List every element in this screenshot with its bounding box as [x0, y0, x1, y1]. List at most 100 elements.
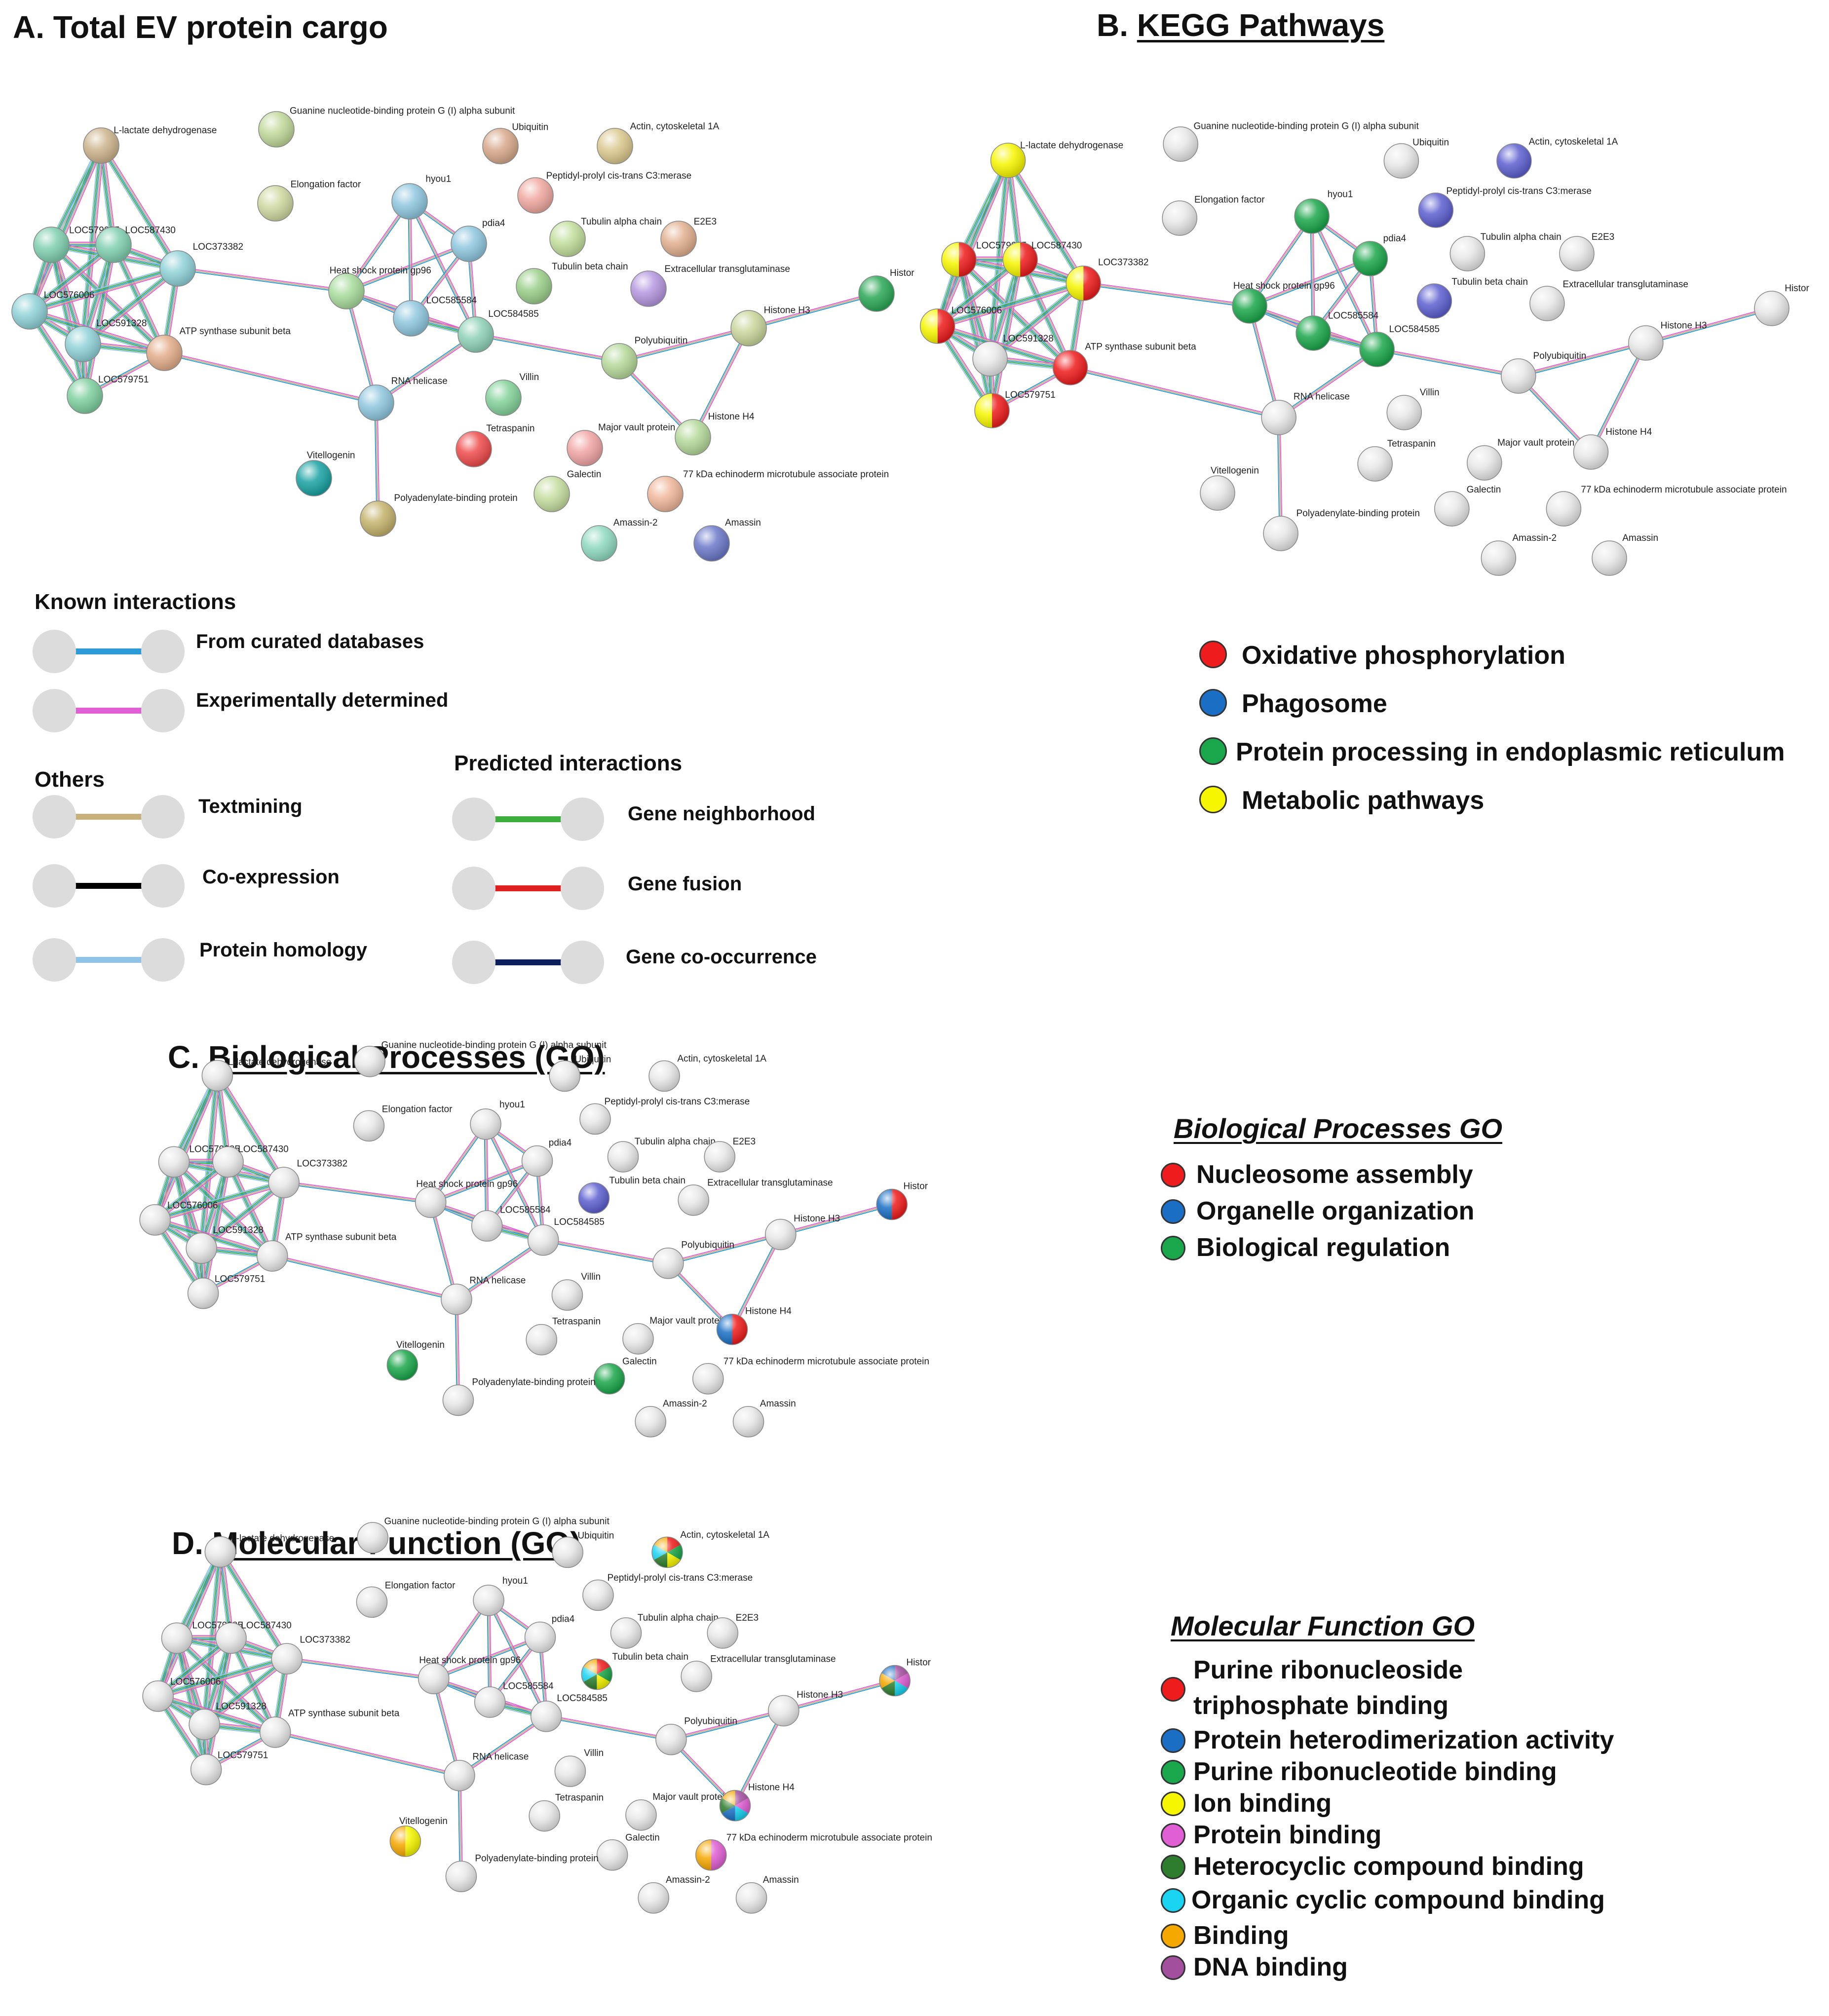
- node-A-pdia[interactable]: pdia4: [451, 218, 505, 262]
- node-D-emt[interactable]: 77 kDa echinoderm microtubule associate …: [695, 1832, 932, 1871]
- node-D-gal[interactable]: Galectin: [596, 1832, 660, 1871]
- node-C-ldh[interactable]: L-lactate dehydrogenase: [201, 1057, 331, 1092]
- node-C-emt[interactable]: 77 kDa echinoderm microtubule associate …: [692, 1356, 929, 1395]
- node-A-l579751[interactable]: LOC579751: [67, 375, 149, 414]
- node-D-h3[interactable]: Histone H3: [768, 1690, 843, 1727]
- node-D-ubq[interactable]: Ubiquitin: [552, 1531, 614, 1568]
- node-A-l373382[interactable]: LOC373382: [159, 242, 243, 287]
- node-D-l373382[interactable]: LOC373382: [271, 1635, 350, 1674]
- node-A-tub[interactable]: Tubulin beta chain: [516, 262, 628, 304]
- node-C-gal[interactable]: Galectin: [593, 1356, 657, 1395]
- node-D-e2e3[interactable]: E2E3: [707, 1613, 759, 1649]
- node-A-pub[interactable]: Polyubiquitin: [601, 336, 687, 380]
- node-C-his[interactable]: Histor: [876, 1181, 928, 1220]
- node-C-h3[interactable]: Histone H3: [765, 1214, 840, 1251]
- node-D-tsp[interactable]: Tetraspanin: [529, 1793, 604, 1832]
- node-D-gnb[interactable]: Guanine nucleotide-binding protein G (I)…: [357, 1517, 610, 1554]
- node-C-rna[interactable]: RNA helicase: [441, 1275, 526, 1315]
- node-B-vil[interactable]: Villin: [1386, 387, 1440, 430]
- node-C-hyou[interactable]: hyou1: [470, 1100, 525, 1140]
- node-D-elf[interactable]: Elongation factor: [356, 1580, 456, 1618]
- node-A-act[interactable]: Actin, cytoskeletal 1A: [597, 121, 720, 164]
- node-C-vil[interactable]: Villin: [551, 1272, 601, 1311]
- node-B-am[interactable]: Amassin: [1592, 533, 1658, 576]
- node-C-tub[interactable]: Tubulin beta chain: [578, 1176, 686, 1214]
- node-C-atp[interactable]: ATP synthase subunit beta: [256, 1232, 397, 1272]
- node-B-hsp[interactable]: Heat shock protein gp96: [1232, 281, 1335, 324]
- node-C-hsp[interactable]: Heat shock protein gp96: [415, 1179, 518, 1218]
- node-D-mvp[interactable]: Major vault protein: [625, 1792, 730, 1831]
- node-B-mvp[interactable]: Major vault protein: [1467, 438, 1575, 481]
- node-C-l584585[interactable]: LOC584585: [527, 1217, 605, 1256]
- node-B-ubq[interactable]: Ubiquitin: [1383, 138, 1449, 179]
- node-B-l579751[interactable]: LOC579751: [974, 390, 1056, 428]
- node-B-rna[interactable]: RNA helicase: [1261, 391, 1350, 435]
- node-A-l584585[interactable]: LOC584585: [457, 309, 539, 353]
- node-A-mvp[interactable]: Major vault protein: [567, 422, 675, 466]
- node-B-pab[interactable]: Polyadenylate-binding protein: [1263, 508, 1420, 551]
- node-A-am[interactable]: Amassin: [693, 518, 761, 562]
- node-A-vtg[interactable]: Vitellogenin: [296, 451, 355, 496]
- node-A-l585584[interactable]: LOC585584: [393, 295, 477, 337]
- node-C-tsp[interactable]: Tetraspanin: [526, 1317, 601, 1356]
- node-D-l579751[interactable]: LOC579751: [190, 1750, 268, 1786]
- node-C-e2e3[interactable]: E2E3: [704, 1137, 756, 1173]
- node-D-his[interactable]: Histor: [879, 1658, 931, 1697]
- node-A-vil[interactable]: Villin: [485, 372, 539, 416]
- node-B-atp[interactable]: ATP synthase subunit beta: [1052, 342, 1197, 385]
- node-A-rna[interactable]: RNA helicase: [358, 376, 448, 421]
- node-A-emt[interactable]: 77 kDa echinoderm microtubule associate …: [647, 469, 889, 512]
- node-D-rna[interactable]: RNA helicase: [444, 1751, 529, 1791]
- node-A-hsp[interactable]: Heat shock protein gp96: [328, 266, 431, 309]
- node-A-elf[interactable]: Elongation factor: [257, 180, 361, 222]
- node-B-tub[interactable]: Tubulin beta chain: [1416, 277, 1528, 319]
- node-C-act[interactable]: Actin, cytoskeletal 1A: [648, 1054, 766, 1092]
- node-B-e2e3[interactable]: E2E3: [1559, 232, 1614, 271]
- node-C-l579085[interactable]: LOC579085: [158, 1144, 240, 1178]
- node-B-act[interactable]: Actin, cytoskeletal 1A: [1496, 137, 1618, 179]
- node-D-ppi[interactable]: Peptidyl-prolyl cis-trans C3:merase: [582, 1573, 753, 1611]
- node-D-etg[interactable]: Extracellular transglutaminase: [681, 1654, 836, 1692]
- node-B-ldh[interactable]: L-lactate dehydrogenase: [990, 141, 1124, 178]
- node-A-gal[interactable]: Galectin: [533, 469, 601, 512]
- node-B-l584585[interactable]: LOC584585: [1359, 324, 1440, 367]
- node-D-hsp[interactable]: Heat shock protein gp96: [418, 1655, 521, 1694]
- node-A-e2e3[interactable]: E2E3: [660, 217, 717, 257]
- node-C-am2[interactable]: Amassin-2: [635, 1399, 707, 1438]
- node-C-elf[interactable]: Elongation factor: [353, 1104, 453, 1142]
- node-B-l585584[interactable]: LOC585584: [1296, 310, 1379, 351]
- node-A-l576006[interactable]: LOC576006: [11, 290, 94, 330]
- node-A-h4[interactable]: Histone H4: [675, 412, 755, 456]
- node-A-l587430[interactable]: LOC587430: [95, 226, 176, 263]
- node-A-h3[interactable]: Histone H3: [730, 305, 810, 346]
- node-D-l585584[interactable]: LOC585584: [474, 1681, 554, 1718]
- node-C-l576006[interactable]: LOC576006: [139, 1201, 218, 1236]
- node-D-vil[interactable]: Villin: [554, 1748, 604, 1787]
- node-A-etg[interactable]: Extracellular transglutaminase: [630, 264, 790, 307]
- node-A-tua[interactable]: Tubulin alpha chain: [549, 217, 662, 257]
- node-B-l576006[interactable]: LOC576006: [919, 305, 1002, 344]
- node-D-l576006[interactable]: LOC576006: [142, 1677, 221, 1712]
- node-A-ldh[interactable]: L-lactate dehydrogenase: [83, 125, 217, 164]
- node-B-gnb[interactable]: Guanine nucleotide-binding protein G (I)…: [1163, 121, 1419, 162]
- node-A-his[interactable]: Histor: [858, 268, 914, 312]
- node-D-atp[interactable]: ATP synthase subunit beta: [259, 1708, 400, 1748]
- node-B-l373382[interactable]: LOC373382: [1066, 257, 1148, 301]
- node-C-pub[interactable]: Polyubiquitin: [652, 1240, 734, 1279]
- node-C-l585584[interactable]: LOC585584: [471, 1205, 551, 1242]
- node-D-l591328[interactable]: LOC591328: [189, 1701, 267, 1741]
- node-B-tua[interactable]: Tubulin alpha chain: [1449, 232, 1562, 271]
- node-C-ubq[interactable]: Ubiquitin: [549, 1055, 611, 1092]
- node-B-etg[interactable]: Extracellular transglutaminase: [1529, 279, 1688, 321]
- node-A-tsp[interactable]: Tetraspanin: [456, 423, 534, 467]
- node-B-l591328[interactable]: LOC591328: [972, 334, 1054, 377]
- node-C-tua[interactable]: Tubulin alpha chain: [607, 1137, 716, 1173]
- node-D-l587430[interactable]: LOC587430: [215, 1620, 292, 1654]
- node-B-vtg[interactable]: Vitellogenin: [1200, 466, 1259, 511]
- node-D-pub[interactable]: Polyubiquitin: [655, 1716, 737, 1755]
- node-D-h4[interactable]: Histone H4: [719, 1783, 795, 1822]
- node-B-elf[interactable]: Elongation factor: [1162, 195, 1265, 236]
- node-B-am2[interactable]: Amassin-2: [1481, 533, 1557, 576]
- node-B-h4[interactable]: Histone H4: [1573, 427, 1652, 470]
- node-C-gnb[interactable]: Guanine nucleotide-binding protein G (I)…: [354, 1040, 607, 1077]
